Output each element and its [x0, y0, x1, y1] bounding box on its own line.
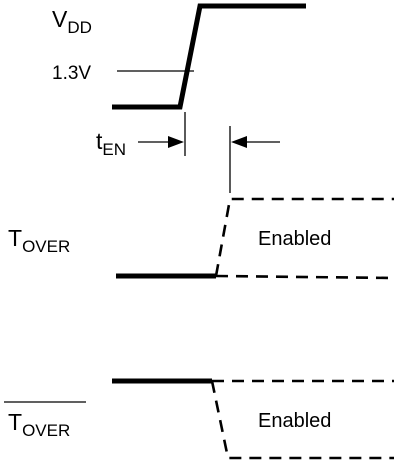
voltage-label: 1.3V — [52, 63, 91, 84]
enabled-label-1: Enabled — [258, 228, 331, 250]
tover-bar-label: TOVER — [8, 409, 70, 440]
tover-bar-dashed-transitions — [210, 379, 394, 460]
vdd-waveform — [112, 3, 306, 110]
tover-label: TOVER — [8, 225, 70, 256]
tover-dashed-transitions — [214, 197, 395, 280]
ten-label: tEN — [96, 128, 126, 159]
enabled-label-2: Enabled — [258, 410, 331, 432]
ten-right-arrowhead — [231, 136, 247, 148]
ten-left-arrowhead — [168, 136, 184, 148]
vdd-label: VDD — [52, 6, 92, 37]
